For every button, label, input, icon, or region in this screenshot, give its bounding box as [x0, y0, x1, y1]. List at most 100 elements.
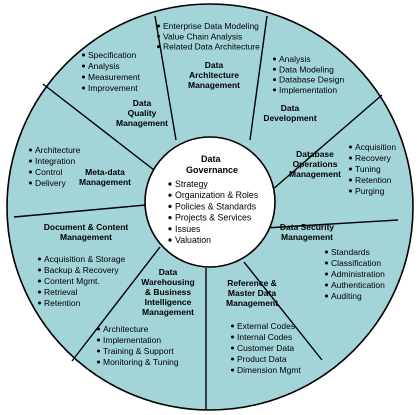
segment-item: Implementation — [279, 85, 337, 95]
bullet-dot — [168, 238, 172, 242]
segment-item: Improvement — [88, 83, 138, 93]
bullet-dot — [231, 324, 234, 328]
bullet-dot — [29, 159, 32, 163]
hub-item: Policies & Standards — [175, 201, 257, 211]
segment-title-line: Master Data — [228, 288, 276, 298]
bullet-dot — [97, 360, 100, 364]
bullet-dot — [97, 349, 100, 353]
segment-item: Internal Codes — [237, 332, 292, 342]
governance-hub — [144, 136, 276, 268]
bullet-dot — [231, 346, 234, 350]
bullet-dot — [168, 182, 172, 186]
bullet-dot — [349, 189, 352, 193]
segment-title-line: Operations — [293, 159, 338, 169]
segment-title-line: Data — [159, 267, 178, 277]
bullet-dot — [325, 261, 328, 265]
segment-title-line: Data Security — [280, 222, 335, 232]
hub-item: Valuation — [175, 235, 211, 245]
segment-title-line: Management — [188, 80, 240, 90]
segment-title-line: Management — [142, 307, 194, 317]
bullet-dot — [29, 148, 32, 152]
bullet-dot — [231, 357, 234, 361]
segment-item: Analysis — [279, 54, 311, 64]
segment-title-line: Management — [281, 232, 333, 242]
segment-item: Purging — [355, 186, 385, 196]
segment-item: Data Modeling — [279, 64, 334, 74]
bullet-dot — [231, 335, 234, 339]
segment-item: Acquisition — [355, 142, 396, 152]
bullet-dot — [38, 257, 41, 261]
segment-item: Retrieval — [44, 287, 78, 297]
bullet-dot — [273, 57, 276, 61]
segment-item: Enterprise Data Modeling — [163, 21, 259, 31]
segment-item: Delivery — [35, 178, 66, 188]
segment-title-line: Management — [289, 169, 341, 179]
bullet-dot — [38, 290, 41, 294]
segment-title-line: Quality — [128, 108, 157, 118]
segment-item: Retention — [355, 175, 392, 185]
bullet-dot — [97, 338, 100, 342]
segment-item: External Codes — [237, 321, 295, 331]
bullet-dot — [273, 67, 276, 71]
bullet-dot — [325, 250, 328, 254]
segment-title-line: Data — [133, 98, 152, 108]
segment-item: Database Design — [279, 75, 344, 85]
segment-item: Standards — [331, 247, 370, 257]
bullet-dot — [349, 145, 352, 149]
segment-item: Training & Support — [103, 346, 174, 356]
bullet-dot — [231, 368, 234, 372]
spoke-line — [271, 94, 383, 191]
bullet-dot — [325, 283, 328, 287]
segment-title-line: Reference & — [227, 278, 277, 288]
bullet-dot — [38, 279, 41, 283]
segment-item: Classification — [331, 258, 381, 268]
segment-item: Customer Data — [237, 343, 294, 353]
segment-title-line: Management — [116, 118, 168, 128]
segment-title-line: Meta-data — [85, 167, 125, 177]
bullet-dot — [157, 45, 160, 49]
bullet-dot — [82, 64, 85, 68]
segment-title-line: Document & Content — [44, 222, 129, 232]
segment-title-line: & Business — [145, 287, 192, 297]
bullet-dot — [168, 193, 172, 197]
segment-title-line: Management — [79, 177, 131, 187]
bullet-dot — [157, 34, 160, 38]
segment-item: Product Data — [237, 354, 287, 364]
bullet-dot — [168, 204, 172, 208]
segment-item: Implementation — [103, 335, 161, 345]
segment-item: Acquisition & Storage — [44, 254, 126, 264]
segment-item: Related Data Architecture — [163, 42, 260, 52]
segment-item: Specification — [88, 50, 136, 60]
hub-item: Strategy — [175, 179, 208, 189]
segment-title-line: Management — [226, 298, 278, 308]
bullet-dot — [325, 294, 328, 298]
bullet-dot — [157, 24, 160, 28]
segment-title-line: Data — [205, 60, 224, 70]
spoke-line — [13, 204, 147, 218]
hub-title: Data Governance — [186, 154, 238, 175]
segment-item: Backup & Recovery — [44, 265, 119, 275]
segment-title-line: Database — [296, 149, 334, 159]
bullet-dot — [29, 170, 32, 174]
segment-item: Integration — [35, 156, 75, 166]
segment-title-line: Management — [60, 232, 112, 242]
segment-item: Architecture — [35, 145, 81, 155]
segment-title-line: Intelligence — [145, 297, 192, 307]
segment-title-line: Development — [263, 113, 317, 123]
segment-item: Measurement — [88, 72, 141, 82]
